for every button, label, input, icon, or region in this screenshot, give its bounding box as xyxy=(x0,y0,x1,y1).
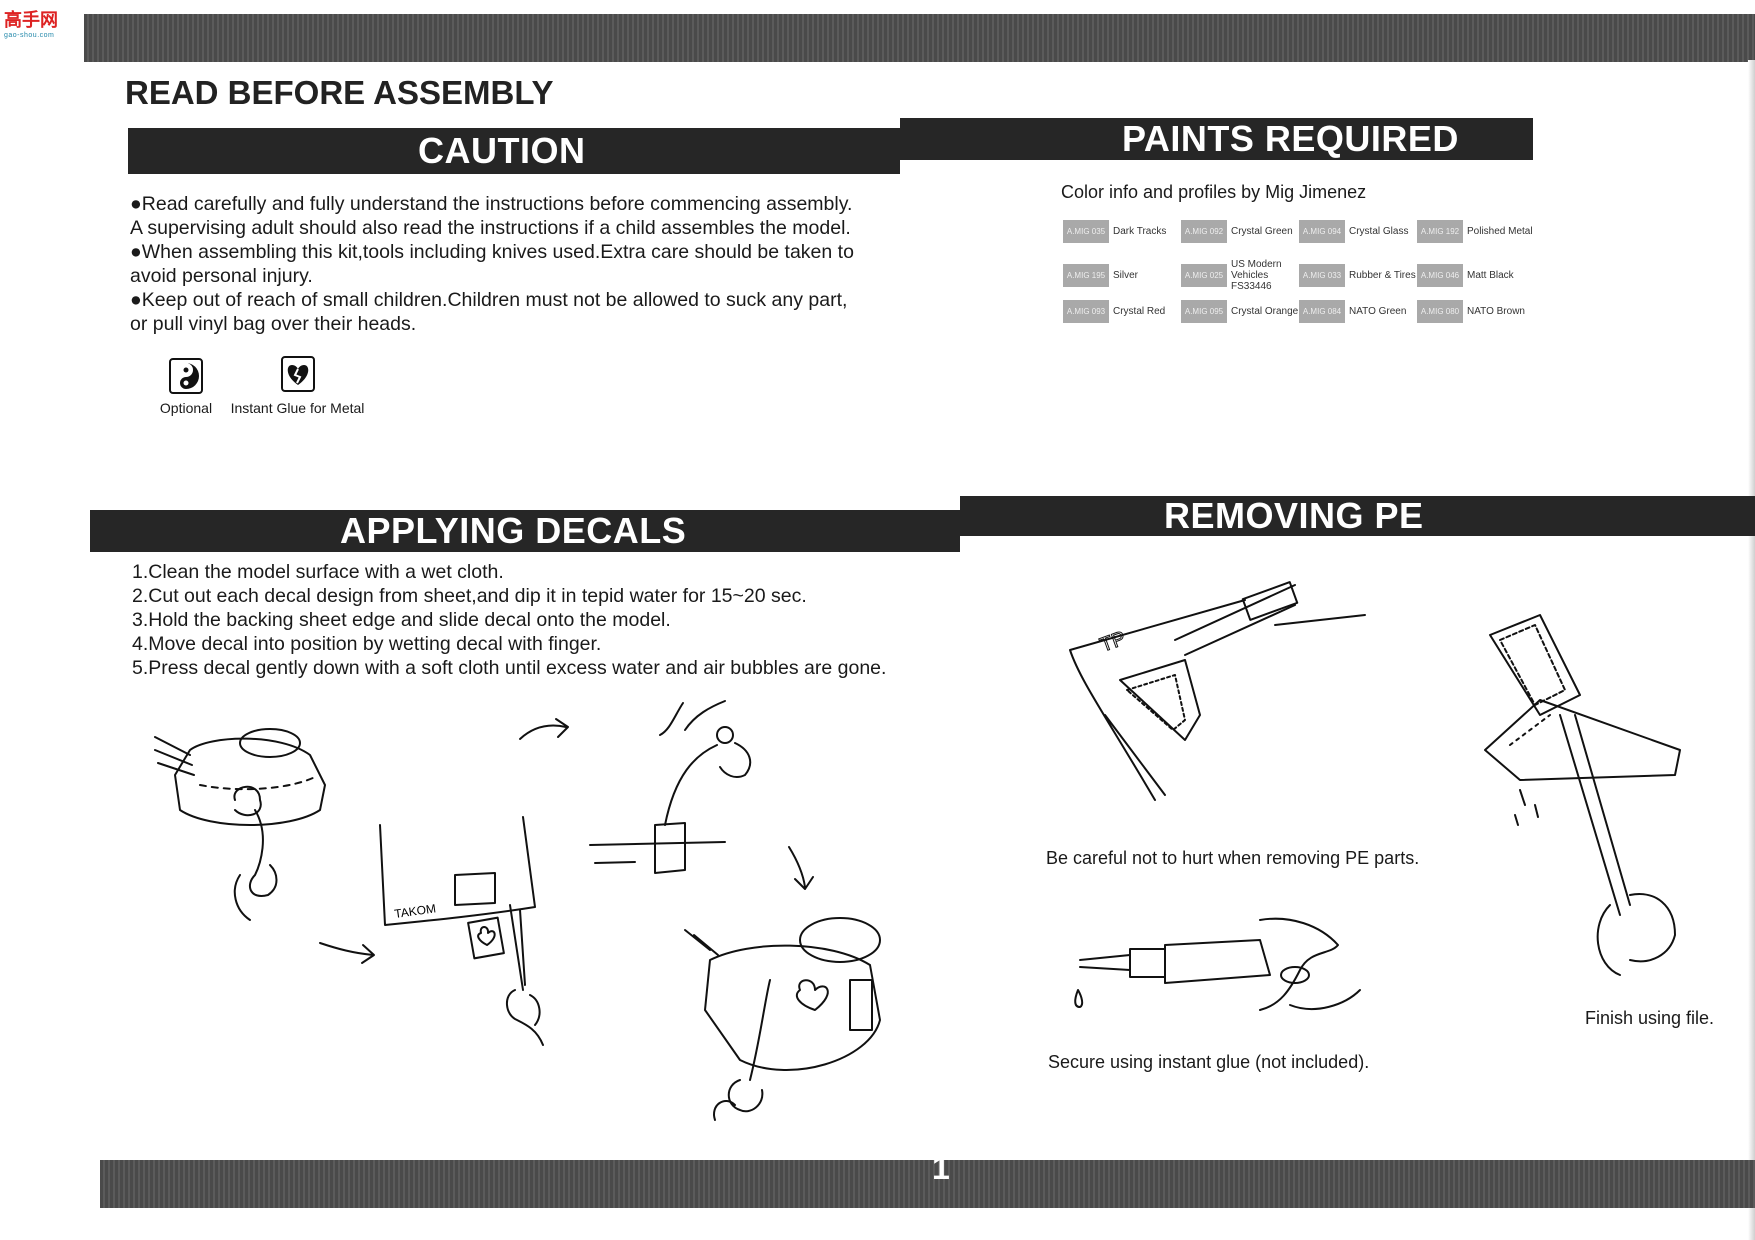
caution-line-1: ●Read carefully and fully understand the… xyxy=(130,193,853,215)
arrow-icon xyxy=(788,846,814,890)
caution-heading: CAUTION xyxy=(418,130,586,171)
page-edge xyxy=(1748,60,1755,1240)
broken-heart-icon xyxy=(280,356,315,392)
caution-line-4: avoid personal injury. xyxy=(130,265,313,287)
swatch-row-1: A.MIG 035 Dark Tracks A.MIG 092 Crystal Gr… xyxy=(1063,220,1535,243)
swatch-chip: A.MIG 092 xyxy=(1181,220,1227,243)
swatch-chip: A.MIG 084 xyxy=(1299,300,1345,323)
paints-header: PAINTS REQUIRED xyxy=(900,118,1533,160)
swatch-chip: A.MIG 025 xyxy=(1181,264,1227,287)
swatch-chip: A.MIG 035 xyxy=(1063,220,1109,243)
page-number: 1 xyxy=(932,1150,950,1186)
water-dip-illustration xyxy=(589,700,752,874)
arrow-icon xyxy=(319,942,375,964)
top-bar xyxy=(84,14,1755,62)
arrow-icon xyxy=(519,718,569,740)
turret-cloth-illustration xyxy=(154,728,326,921)
swatch-chip: A.MIG 093 xyxy=(1063,300,1109,323)
decal-step-2: 2.Cut out each decal design from sheet,a… xyxy=(132,585,807,607)
swatch-row-3: A.MIG 093 Crystal Red A.MIG 095 Crystal Or… xyxy=(1063,300,1535,323)
decal-step-5: 5.Press decal gently down with a soft cl… xyxy=(132,657,887,679)
legend-optional-label: Optional xyxy=(159,400,213,416)
pe-fret-label-svg: TP xyxy=(1097,627,1130,657)
legend-instant-glue-label: Instant Glue for Metal xyxy=(230,400,365,416)
swatch-chip: A.MIG 195 xyxy=(1063,264,1109,287)
pe-heading: REMOVING PE xyxy=(1164,495,1424,536)
swatch-chip: A.MIG 192 xyxy=(1417,220,1463,243)
pe-caption-file: Finish using file. xyxy=(1585,1008,1715,1028)
pe-cutting-illustration xyxy=(1069,581,1366,801)
decal-steps: 1.Clean the model surface with a wet clo… xyxy=(132,560,952,680)
decal-step-1: 1.Clean the model surface with a wet clo… xyxy=(132,561,504,583)
turret-finger-illustration xyxy=(684,917,881,1121)
swatch-chip: A.MIG 095 xyxy=(1181,300,1227,323)
decal-step-3: 3.Hold the backing sheet edge and slide … xyxy=(132,609,671,631)
watermark-text: 高手网 xyxy=(4,10,58,30)
swatch-chip: A.MIG 046 xyxy=(1417,264,1463,287)
swatch-chip: A.MIG 033 xyxy=(1299,264,1345,287)
swatch-name: Rubber & Tires xyxy=(1349,270,1416,281)
yin-yang-icon xyxy=(169,358,203,394)
swatch-name: NATO Brown xyxy=(1467,306,1525,317)
legend-optional: Optional xyxy=(136,358,236,416)
swatch-name: Silver xyxy=(1113,270,1139,281)
decal-sheet-label: TAKOM xyxy=(393,901,436,921)
glue-bottle-illustration xyxy=(1074,917,1361,1011)
decals-header: APPLYING DECALS xyxy=(90,510,960,552)
swatch-name: Dark Tracks xyxy=(1113,226,1167,237)
legend-instant-glue: Instant Glue for Metal xyxy=(220,356,375,416)
page-title: READ BEFORE ASSEMBLY xyxy=(125,74,554,111)
paints-heading: PAINTS REQUIRED xyxy=(1122,118,1459,159)
paints-subtitle: Color info and profiles by Mig Jimenez xyxy=(1061,182,1367,202)
pe-caption-glue: Secure using instant glue (not included)… xyxy=(1048,1052,1370,1072)
caution-line-2: A supervising adult should also read the… xyxy=(130,217,851,239)
swatch-name: Crystal Red xyxy=(1113,306,1166,317)
watermark-logo: 高手网 gao-shou.com xyxy=(4,6,58,39)
swatch-chip: A.MIG 080 xyxy=(1417,300,1463,323)
pe-caption-cut: Be careful not to hurt when removing PE … xyxy=(1046,848,1420,868)
swatch-name: NATO Green xyxy=(1349,306,1407,317)
caution-line-6: or pull vinyl bag over their heads. xyxy=(130,313,417,335)
decal-step-4: 4.Move decal into position by wetting de… xyxy=(132,633,602,655)
bottom-bar xyxy=(100,1160,1755,1208)
caution-text: ●Read carefully and fully understand the… xyxy=(130,192,910,336)
decals-heading: APPLYING DECALS xyxy=(340,510,687,551)
caution-line-5: ●Keep out of reach of small children.Chi… xyxy=(130,289,848,311)
swatch-name: Crystal Orange xyxy=(1231,306,1299,317)
decal-sheet-label-svg: TAKOM xyxy=(393,901,436,921)
watermark-url: gao-shou.com xyxy=(4,32,55,39)
swatch-name: US Modern Vehicles FS33446 xyxy=(1231,259,1282,292)
swatch-chip: A.MIG 094 xyxy=(1299,220,1345,243)
caution-line-3: ●When assembling this kit,tools includin… xyxy=(130,241,854,263)
decal-sheet-illustration xyxy=(379,816,544,1046)
swatch-name: Crystal Glass xyxy=(1349,226,1409,237)
swatch-name: Polished Metal xyxy=(1467,226,1533,237)
file-illustration xyxy=(1484,614,1681,976)
swatch-name: Matt Black xyxy=(1467,270,1514,281)
pe-header: REMOVING PE xyxy=(960,495,1755,536)
swatch-name: Crystal Green xyxy=(1231,226,1293,237)
caution-header: CAUTION xyxy=(128,128,900,174)
